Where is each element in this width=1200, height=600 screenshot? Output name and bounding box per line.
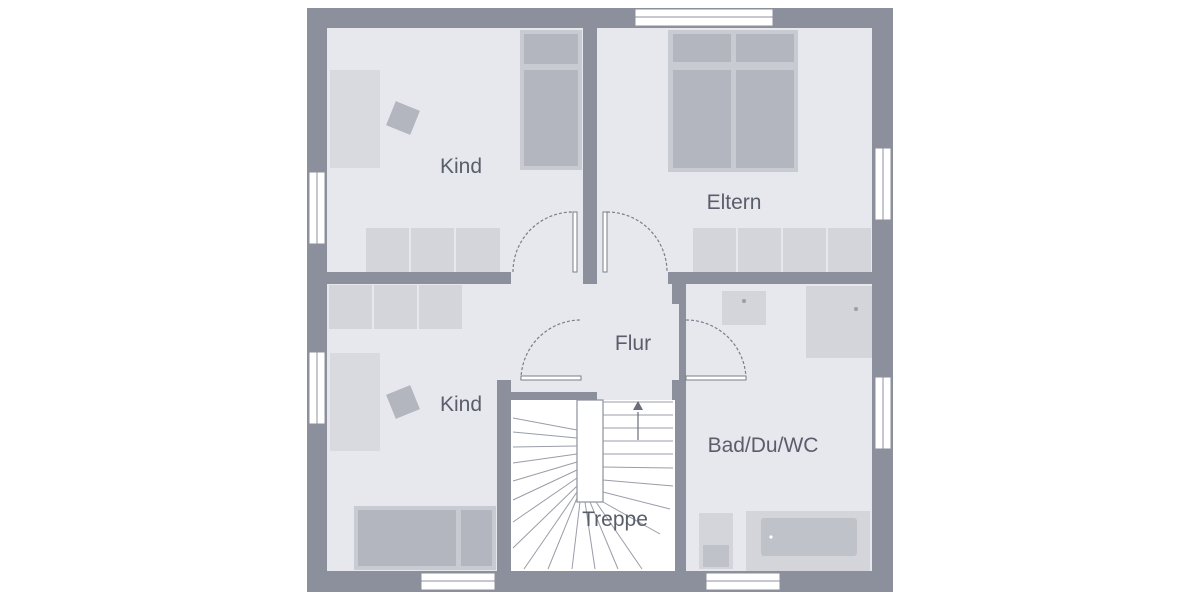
toilet-seat xyxy=(703,545,729,567)
room-label-flur: Flur xyxy=(615,332,651,355)
chair xyxy=(386,101,420,135)
door-arc-kind-bottom xyxy=(520,319,582,381)
room-label-treppe: Treppe xyxy=(582,508,648,531)
shower xyxy=(806,286,872,358)
windows xyxy=(308,8,892,591)
room-label-kind-top: Kind xyxy=(440,155,482,178)
desk-kind xyxy=(330,353,380,451)
door-arc-bad xyxy=(685,319,747,381)
door-arc-eltern xyxy=(606,211,668,273)
chair-kind xyxy=(386,385,420,419)
bed-kind-blanket xyxy=(358,510,456,566)
sink xyxy=(722,291,766,325)
wall-eltern-bottom xyxy=(668,272,872,284)
wardrobe-kind xyxy=(329,285,462,329)
pillow-left xyxy=(673,34,731,62)
room-label-eltern: Eltern xyxy=(707,191,762,214)
wall-vertical-top xyxy=(583,28,597,284)
wall-kind-bottom-right xyxy=(497,380,511,571)
pillow-right xyxy=(736,34,794,62)
furniture-kind-bottom xyxy=(329,285,496,570)
stair-treads xyxy=(512,401,674,570)
door-leaves xyxy=(520,211,747,381)
door-leaf-kind-top xyxy=(572,211,578,273)
wall-stair-top xyxy=(497,392,597,400)
room-label-bad: Bad/Du/WC xyxy=(708,434,819,457)
desk xyxy=(330,70,380,168)
furniture-eltern xyxy=(668,30,871,272)
wardrobe xyxy=(366,228,500,272)
floor-flur xyxy=(506,272,679,400)
wall-bad-left-lower xyxy=(672,380,686,571)
pillow xyxy=(524,34,578,64)
arrow-up-icon xyxy=(633,401,643,440)
blanket-left xyxy=(673,70,731,168)
bathtub-inner xyxy=(761,518,857,556)
door-leaf-bad xyxy=(685,375,747,381)
furniture-kind-top xyxy=(330,30,582,272)
door-leaf-eltern xyxy=(602,211,608,273)
doors xyxy=(512,211,747,381)
wall-bad-left xyxy=(672,284,686,304)
door-leaf-kind-bottom xyxy=(520,375,582,381)
blanket-right xyxy=(736,70,794,168)
bed-kind-pillow xyxy=(461,510,492,566)
interior-walls xyxy=(327,28,872,571)
wall-kind-top-bottom xyxy=(327,272,511,284)
door-arc-kind-top xyxy=(512,211,574,273)
stair-core xyxy=(576,399,604,503)
bed-blanket xyxy=(524,70,578,166)
staircase xyxy=(511,399,675,571)
furniture-bad xyxy=(699,286,872,571)
room-label-kind-bottom: Kind xyxy=(440,393,482,416)
